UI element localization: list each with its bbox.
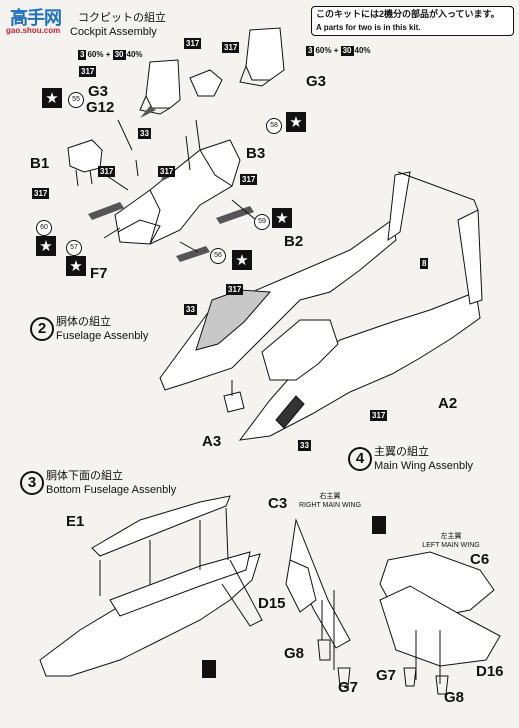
step-4-en: Main Wing Assenbly — [374, 460, 474, 472]
fuselage-left-half — [159, 219, 397, 391]
part-label-c3: C3 — [268, 495, 288, 512]
part-e1 — [91, 495, 231, 557]
watermark-text: 高手网 — [10, 8, 62, 28]
color-code-33: 33 — [184, 304, 197, 315]
kit-notice: このキットには2機分の部品が入っています。 A parts for two is… — [311, 6, 514, 36]
step-3-number: 3 — [20, 471, 44, 495]
part-label-a3: A3 — [202, 433, 222, 450]
cockpit-tub — [114, 139, 241, 245]
decal-number-57: 57 — [66, 240, 82, 256]
color-code-317: 317 — [222, 42, 240, 53]
part-label-d16: D16 — [476, 663, 504, 680]
color-code-317: 317 — [370, 410, 388, 421]
color-code-317: 317 — [240, 174, 258, 185]
decal-number-56: 56 — [210, 248, 226, 264]
notice-jp: このキットには2機分の部品が入っています。 — [316, 9, 500, 19]
part-label-d15: D15 — [258, 595, 286, 612]
notice-en: A parts for two is in this kit. — [316, 23, 421, 32]
left-wing-label: 左主翼 LEFT MAIN WING — [422, 533, 480, 549]
part-label-g8: G8 — [284, 645, 305, 662]
step-1-en: Cockpit Assembly — [70, 26, 157, 38]
part-a3 — [223, 391, 245, 413]
step-2-number: 2 — [30, 317, 54, 341]
color-code-317: 317 — [158, 166, 176, 177]
part-label-g7: G7 — [338, 679, 359, 696]
part-label-b3: B3 — [246, 145, 266, 162]
star-decal-icon: ★ — [66, 256, 86, 276]
decal-number-60: 60 — [36, 220, 52, 236]
part-label-g8: G8 — [444, 689, 465, 706]
part-b3-top — [189, 69, 223, 97]
part-label-g3: G3 — [88, 83, 109, 100]
part-label-f7: F7 — [90, 265, 108, 282]
color-code-317: 317 — [226, 284, 244, 295]
color-code-8: 8 — [420, 258, 429, 269]
step-2-en: Fuselage Assenbly — [56, 330, 149, 342]
watermark-url: gao.shou.com — [6, 26, 61, 35]
cement-tube-icon — [202, 660, 216, 678]
step-4-jp: 主翼の組立 — [374, 446, 429, 458]
part-label-e1: E1 — [66, 513, 85, 530]
color-code-33: 33 — [298, 440, 311, 451]
color-code-317: 317 — [184, 38, 202, 49]
cockpit-assembly — [261, 319, 339, 381]
part-b1 — [67, 139, 103, 173]
step-4-number: 4 — [348, 447, 372, 471]
part-label-g12: G12 — [86, 99, 115, 116]
seat-g3-left — [145, 59, 181, 109]
part-label-a2: A2 — [438, 395, 458, 412]
step-2-header: 2 胴体の組立 Fuselage Assenbly — [30, 316, 190, 346]
part-d15 — [285, 559, 317, 613]
step-3-header: 3 胴体下面の組立 Bottom Fuselage Assenbly — [20, 470, 220, 500]
star-decal-icon: ★ — [36, 236, 56, 256]
step-1-jp: コクピットの組立 — [78, 12, 166, 24]
step-2-jp: 胴体の組立 — [56, 316, 111, 328]
step-3-en: Bottom Fuselage Assenbly — [46, 484, 177, 496]
star-decal-icon: ★ — [232, 250, 252, 270]
step-1-header: 1 コクピットの組立 Cockpit Assembly — [20, 12, 180, 42]
part-label-c6: C6 — [470, 551, 490, 568]
part-label-g7: G7 — [376, 667, 397, 684]
cement-tube-icon — [372, 516, 386, 534]
part-label-g3: G3 — [306, 73, 327, 90]
color-code-33: 33 — [138, 128, 151, 139]
color-code-317: 317 — [98, 166, 116, 177]
star-decal-icon: ★ — [286, 112, 306, 132]
color-code-317: 317 — [79, 66, 97, 77]
color-code-317: 317 — [32, 188, 50, 199]
decal-number-59: 59 — [254, 214, 270, 230]
part-label-b2: B2 — [284, 233, 304, 250]
part-d16 — [379, 585, 501, 667]
watermark-logo: 高手网 gao.shou.com — [2, 2, 80, 38]
star-decal-icon: ★ — [272, 208, 292, 228]
decal-number-55: 55 — [68, 92, 84, 108]
step-4-header: 4 主翼の組立 Main Wing Assenbly — [348, 446, 508, 476]
seat-g3-right — [245, 27, 285, 81]
right-wing-label: 右主翼 RIGHT MAIN WING — [298, 493, 362, 509]
part-label-b1: B1 — [30, 155, 50, 172]
step-3-jp: 胴体下面の組立 — [46, 470, 123, 482]
decal-number-58: 58 — [266, 118, 282, 134]
star-decal-icon: ★ — [42, 88, 62, 108]
